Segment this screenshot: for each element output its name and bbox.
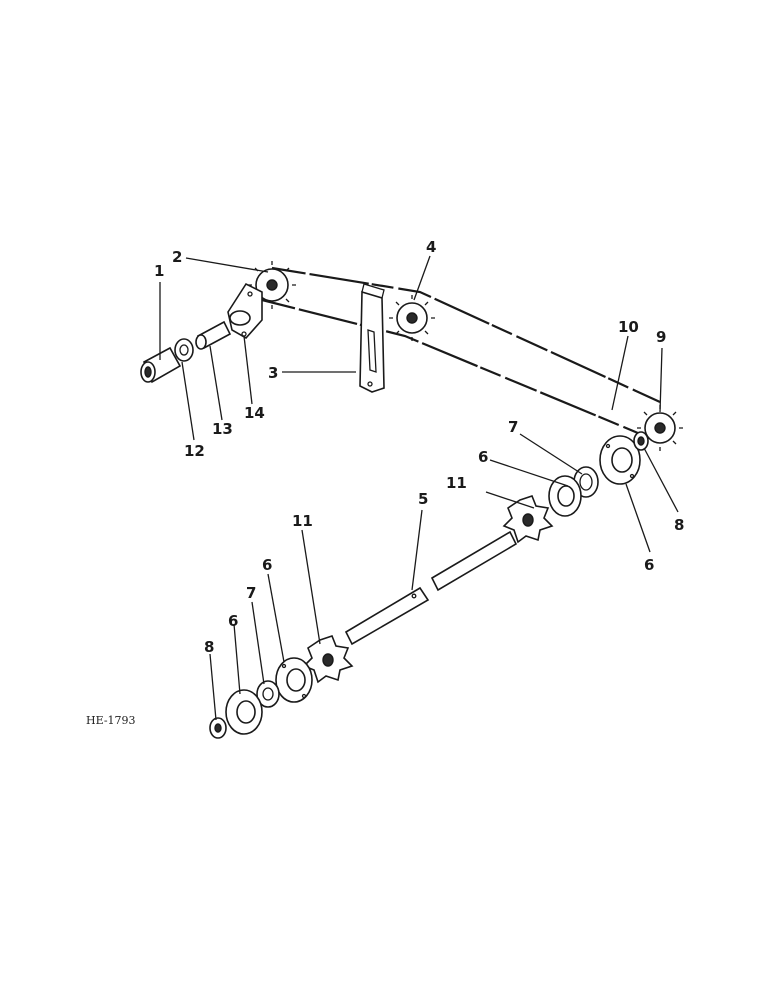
leader-lines <box>159 255 679 721</box>
callout-12: 12 <box>184 442 205 460</box>
bearing-lower <box>256 680 280 708</box>
sprocket-left <box>248 261 296 309</box>
drive-chain <box>261 266 661 440</box>
callout-2: 2 <box>172 248 182 266</box>
star-wheel-upper <box>502 495 554 544</box>
callout-6-upper-right: 6 <box>644 556 654 574</box>
sprocket-right <box>637 405 683 451</box>
callout-11-upper: 11 <box>446 474 467 492</box>
callout-10: 10 <box>618 318 639 336</box>
callout-6-lower-left: 6 <box>228 612 238 630</box>
callout-labels: 1 2 3 4 5 6 6 6 6 7 7 8 8 9 10 11 11 12 … <box>154 238 684 656</box>
pin <box>195 320 232 350</box>
callout-8-upper: 8 <box>674 516 684 534</box>
shaft <box>344 530 518 646</box>
callout-3: 3 <box>268 364 278 382</box>
callout-7-upper: 7 <box>508 418 518 436</box>
callout-6-upper-left: 6 <box>478 448 488 466</box>
bearing-flange-upper-left <box>548 475 582 517</box>
washer <box>174 338 194 362</box>
mount-plate <box>227 282 263 340</box>
bearing-flange-lower-left <box>225 689 263 735</box>
callout-8-lower: 8 <box>204 638 214 656</box>
callout-1: 1 <box>154 262 164 280</box>
callout-5: 5 <box>418 490 428 508</box>
figure-code: HE-1793 <box>86 714 136 727</box>
callout-6-lower-right: 6 <box>262 556 272 574</box>
callout-11-lower: 11 <box>292 512 313 530</box>
sprocket-idler <box>389 295 435 341</box>
callout-7-lower: 7 <box>246 584 256 602</box>
star-wheel-lower <box>302 635 354 684</box>
bushing <box>140 346 182 384</box>
callout-13: 13 <box>212 420 233 438</box>
bearing-flange-upper-right <box>599 435 641 485</box>
callout-14: 14 <box>244 404 265 422</box>
callout-4: 4 <box>426 238 436 256</box>
collar-lower-left <box>209 717 227 739</box>
bearing-flange-lower-right <box>275 657 313 703</box>
collar-upper-right <box>633 431 649 451</box>
idler-bracket <box>359 283 385 393</box>
callout-9: 9 <box>656 328 666 346</box>
